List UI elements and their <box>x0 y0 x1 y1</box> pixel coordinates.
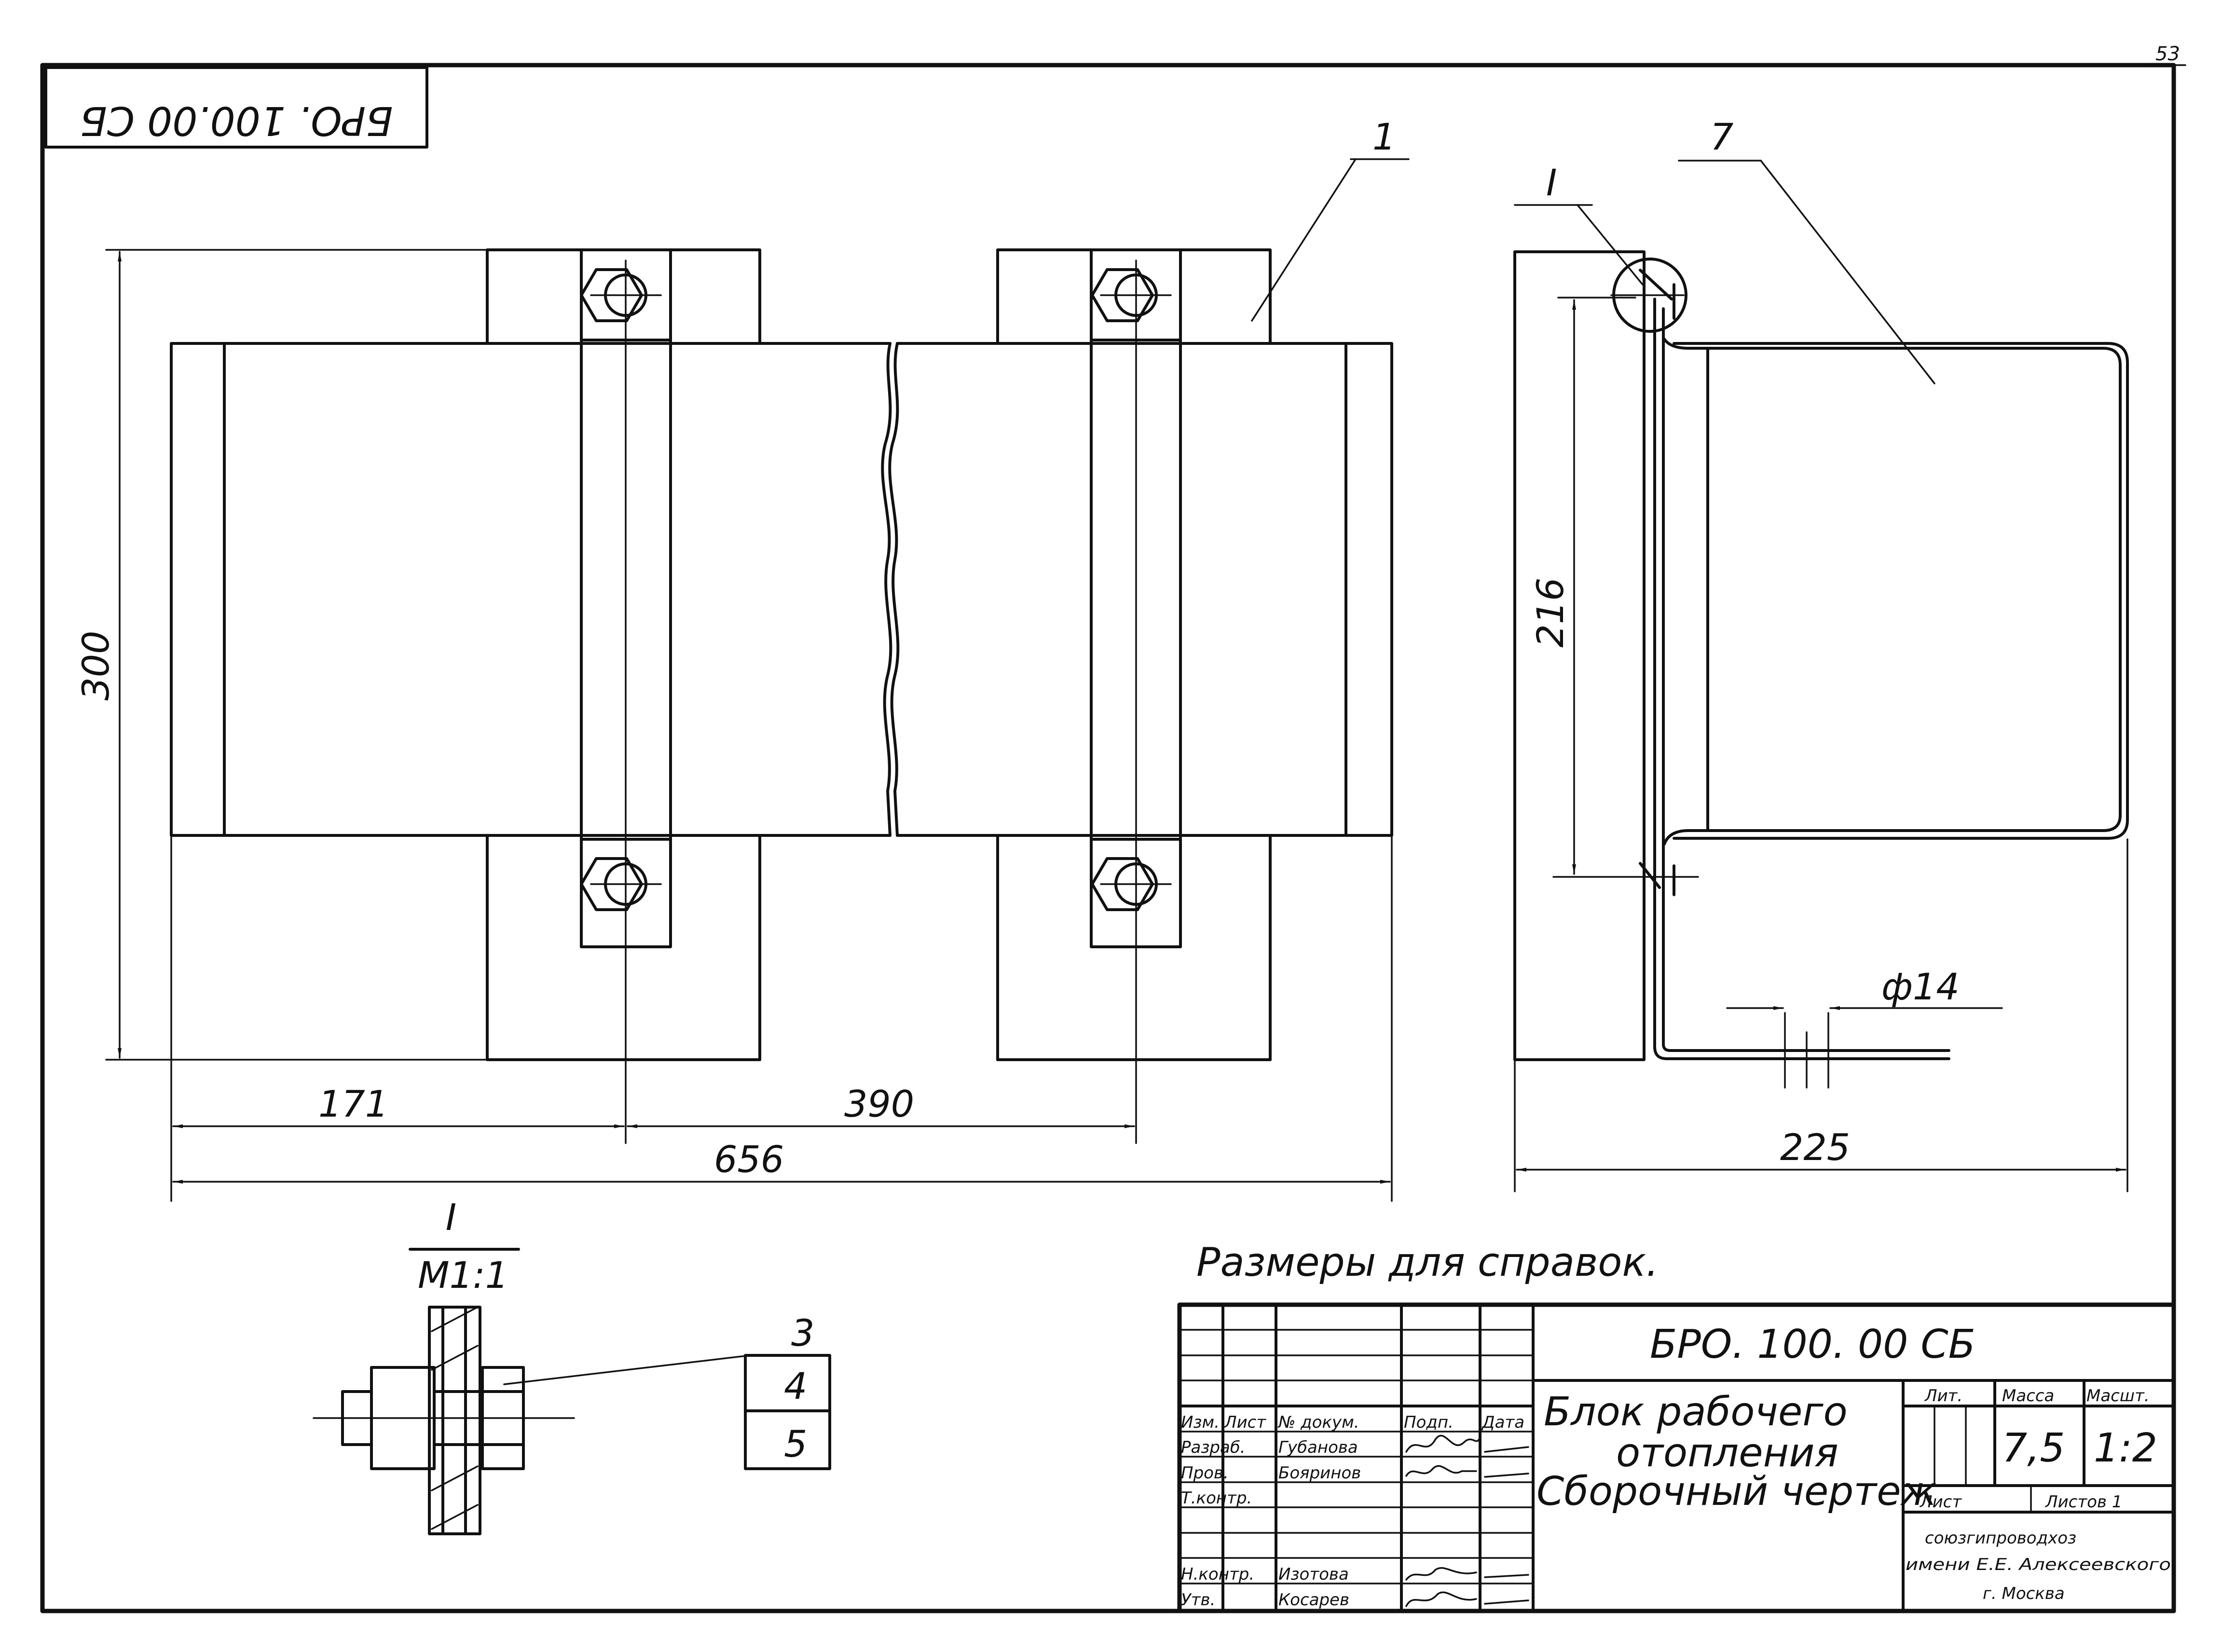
header-list: Лист <box>1223 1413 1266 1432</box>
sheet-frame <box>40 63 2176 1613</box>
header-mass: Масса <box>2002 1386 2054 1406</box>
dim-total: 656 <box>714 1138 784 1181</box>
sheet-number: 53 <box>2155 43 2180 65</box>
dim-height: 300 <box>74 630 117 700</box>
dim-spacing: 390 <box>844 1082 914 1125</box>
reference-note: Размеры для справок. <box>1196 1240 1659 1285</box>
product-name-line1: Блок рабочего <box>1544 1389 1848 1435</box>
header-doc: № докум. <box>1277 1413 1359 1432</box>
dim-diameter: ф14 <box>1881 965 1960 1008</box>
leader-label-7: 7 <box>1710 115 1733 158</box>
role-checker: Пров. <box>1181 1463 1229 1483</box>
signatures <box>1405 1434 1529 1607</box>
name-norm-control: Изотова <box>1278 1565 1349 1584</box>
detail-scale: М1:1 <box>418 1254 508 1297</box>
role-approved: Утв. <box>1181 1590 1215 1610</box>
title-block: Изм. Лист № докум. Подп. Дата Разраб. Пр… <box>1177 1302 2176 1613</box>
product-name-line2: отопления <box>1616 1430 1838 1476</box>
name-checker: Бояринов <box>1278 1463 1361 1483</box>
org-line3: г. Москва <box>1983 1584 2065 1603</box>
sheets-label: Листов 1 <box>2044 1492 2122 1512</box>
header-izm: Изм. <box>1181 1413 1220 1432</box>
role-tech-control: Т.контр. <box>1181 1488 1252 1508</box>
role-norm-control: Н.контр. <box>1181 1565 1254 1584</box>
product-name-line3: Сборочный чертеж <box>1536 1469 1937 1515</box>
header-lit: Лит. <box>1924 1386 1962 1406</box>
leader-label-1: 1 <box>1372 115 1396 158</box>
name-approved: Косарев <box>1278 1590 1349 1610</box>
rotated-code: БРО. 100.00 СБ <box>80 97 393 143</box>
detail-title: I <box>446 1196 456 1239</box>
sheet-label: Лист <box>1919 1492 1962 1512</box>
mass-value: 7,5 <box>2002 1425 2065 1471</box>
header-date: Дата <box>1481 1413 1524 1432</box>
side-view: I 7 216 ф14 225 <box>1513 115 2129 1192</box>
section-mark: I <box>1546 161 1557 204</box>
part-label-5: 5 <box>784 1422 807 1465</box>
header-sign: Подп. <box>1404 1413 1454 1432</box>
detail-view: I М1:1 3 4 5 <box>313 1196 831 1535</box>
dim-width: 225 <box>1780 1126 1850 1169</box>
header-scale: Масшт. <box>2086 1386 2150 1406</box>
dim-left: 171 <box>318 1082 388 1125</box>
part-label-4: 4 <box>784 1365 807 1407</box>
org-line2: имени Е.Е. Алексеевского <box>1906 1555 2171 1574</box>
org-line1: союзгипроводхоз <box>1925 1529 2076 1548</box>
front-view: 1 300 171 390 656 <box>74 115 1410 1202</box>
name-developer: Губанова <box>1278 1438 1358 1457</box>
rotated-code-box <box>44 66 428 149</box>
dim-inner-height: 216 <box>1529 577 1572 647</box>
part-label-3: 3 <box>791 1311 814 1354</box>
designation: БРО. 100. 00 СБ <box>1650 1322 1975 1367</box>
role-developer: Разраб. <box>1181 1438 1246 1457</box>
scale-value: 1:2 <box>2094 1425 2157 1471</box>
